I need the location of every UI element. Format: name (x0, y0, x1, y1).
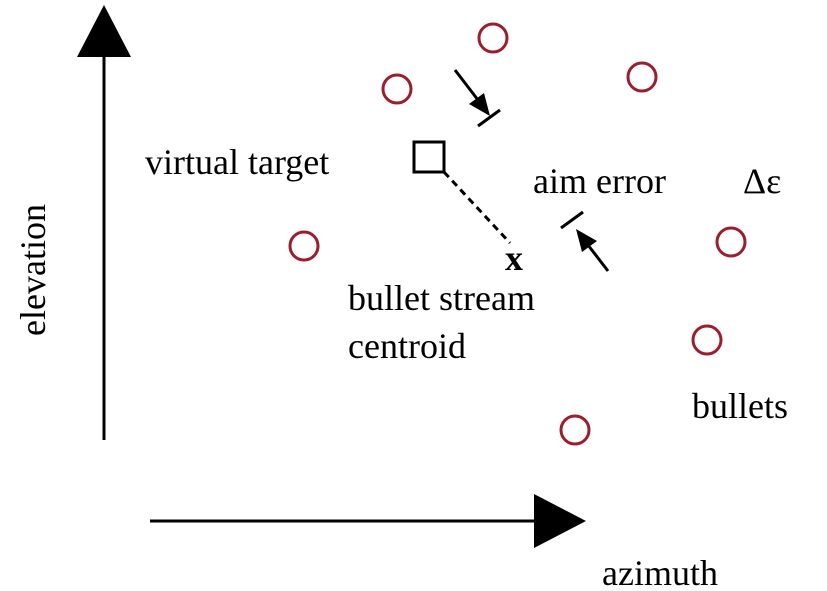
aim-error-dashed-line (442, 170, 512, 245)
aim-error-label: aim error (533, 161, 666, 201)
aim-error-lower-arrow (560, 210, 610, 272)
elevation-arrowhead (77, 5, 131, 57)
centroid-label-line2: centroid (348, 326, 466, 366)
bullets-group (288, 22, 747, 446)
bullet-circle-icon (626, 61, 658, 93)
aim-error-symbol: Δε (743, 161, 781, 201)
virtual-target-label: virtual target (145, 142, 329, 182)
bullet-circle-icon (715, 226, 747, 258)
aim-error-upper-arrow (453, 69, 501, 128)
lower-arrow-shaft (586, 244, 610, 272)
bullet-circle-icon (477, 22, 509, 54)
upper-arrow-stop (477, 108, 501, 128)
bullet-circle-icon (691, 324, 723, 356)
virtual-target-square-icon (412, 140, 446, 174)
lower-arrowhead (576, 229, 597, 252)
centroid-x-mark: x (505, 238, 523, 278)
upper-arrow-shaft (453, 69, 480, 101)
bullet-circle-icon (288, 230, 320, 262)
bullets-label: bullets (692, 386, 788, 426)
lower-arrow-stop (560, 210, 584, 230)
azimuth-axis (150, 494, 586, 548)
bullet-circle-icon (381, 73, 413, 105)
azimuth-label: azimuth (602, 553, 718, 591)
azimuth-arrowhead (534, 494, 586, 548)
elevation-label: elevation (13, 204, 53, 336)
upper-arrowhead (469, 93, 490, 116)
centroid-label-line1: bullet stream (348, 278, 535, 318)
bullet-circle-icon (559, 414, 591, 446)
elevation-axis (77, 5, 131, 440)
